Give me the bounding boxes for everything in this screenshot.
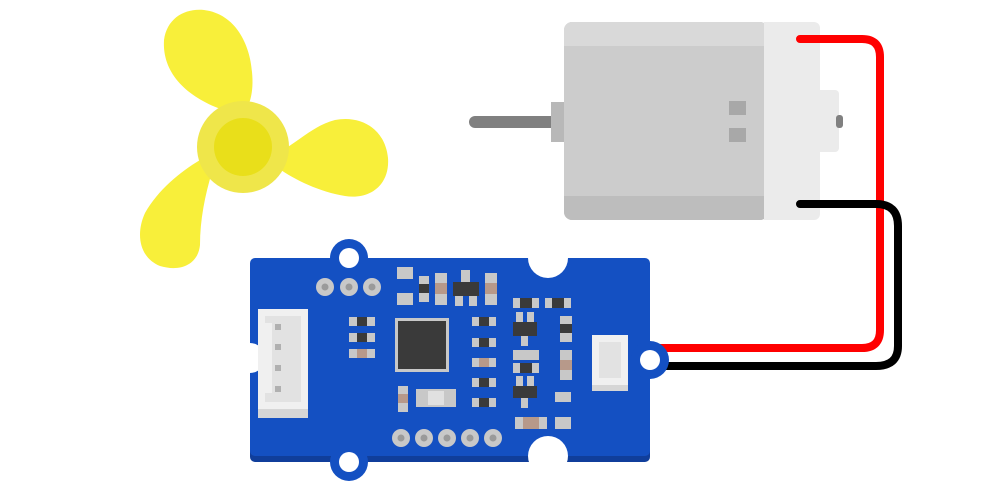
fan-blade-top — [163, 9, 253, 118]
main-ic-chip — [395, 318, 449, 372]
mounting-hole-right — [640, 350, 660, 370]
motor-shaft — [469, 116, 569, 128]
fan-blade-right — [278, 118, 389, 197]
wire-black — [600, 200, 902, 370]
motor-body — [564, 22, 768, 220]
grove-connector — [258, 309, 308, 418]
motor-vent-lower — [729, 128, 746, 142]
motor-rear-boss — [815, 90, 839, 152]
fan-propeller — [140, 9, 389, 269]
board-notch-top — [528, 238, 568, 278]
smd-components — [349, 267, 572, 429]
header-pads-top — [316, 278, 381, 296]
motor-top-band-fill — [564, 34, 768, 46]
motor-vent-upper — [729, 101, 746, 115]
mounting-hole-top — [339, 248, 359, 268]
wires — [600, 35, 902, 370]
motor-driver-board — [235, 238, 669, 481]
motor-end-cap-inner — [764, 22, 784, 220]
motor-terminal — [592, 335, 628, 391]
board-notch-left — [235, 343, 265, 373]
wire-red — [600, 35, 884, 352]
header-pads-bottom — [392, 429, 502, 447]
fan-hub — [214, 118, 272, 176]
mounting-hole-bottom — [339, 452, 359, 472]
dc-motor — [469, 22, 843, 220]
motor-bearing — [551, 102, 567, 142]
fan-blade-bottom-left — [140, 160, 212, 269]
motor-rear-stub — [836, 115, 843, 128]
board-pcb — [250, 258, 650, 456]
board-notch-bottom — [528, 436, 568, 476]
motor-bottom-band-fill — [564, 196, 768, 208]
